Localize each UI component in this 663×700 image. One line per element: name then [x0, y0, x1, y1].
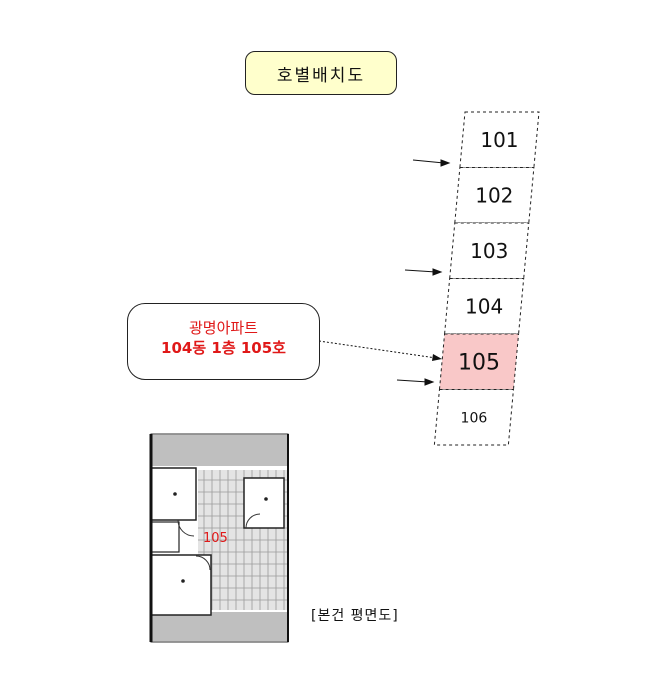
entry-arrows	[396, 159, 451, 386]
unit-number-label: 103	[470, 239, 508, 263]
floor-plan-unit-label: 105	[203, 531, 228, 546]
unit-callout: 광명아파트 104동 1층 105호	[127, 303, 320, 380]
diagram-title: 호별배치도	[245, 51, 397, 95]
unit-box-highlighted	[438, 333, 520, 390]
entry-arrow	[412, 159, 451, 167]
unit-box	[459, 111, 540, 168]
entry-arrow	[396, 378, 435, 386]
unit-number-label: 102	[475, 183, 513, 207]
unit-number-label: 104	[465, 294, 503, 318]
floor-plan	[149, 433, 289, 643]
callout-unit-address: 104동 1층 105호	[161, 339, 286, 357]
floor-plan-caption: [본건 평면도]	[311, 608, 399, 624]
unit-stack: 101 102 103 104 105 106	[433, 111, 540, 446]
unit-box	[433, 389, 515, 446]
unit-number-label: 105	[458, 351, 500, 376]
unit-box	[444, 278, 525, 335]
unit-number-label: 101	[480, 128, 518, 152]
entry-arrow	[404, 268, 443, 276]
unit-box	[449, 222, 530, 279]
callout-complex-name: 광명아파트	[188, 319, 258, 337]
unit-box	[454, 167, 535, 224]
unit-number-label: 106	[461, 410, 488, 426]
callout-pointer	[318, 340, 442, 361]
